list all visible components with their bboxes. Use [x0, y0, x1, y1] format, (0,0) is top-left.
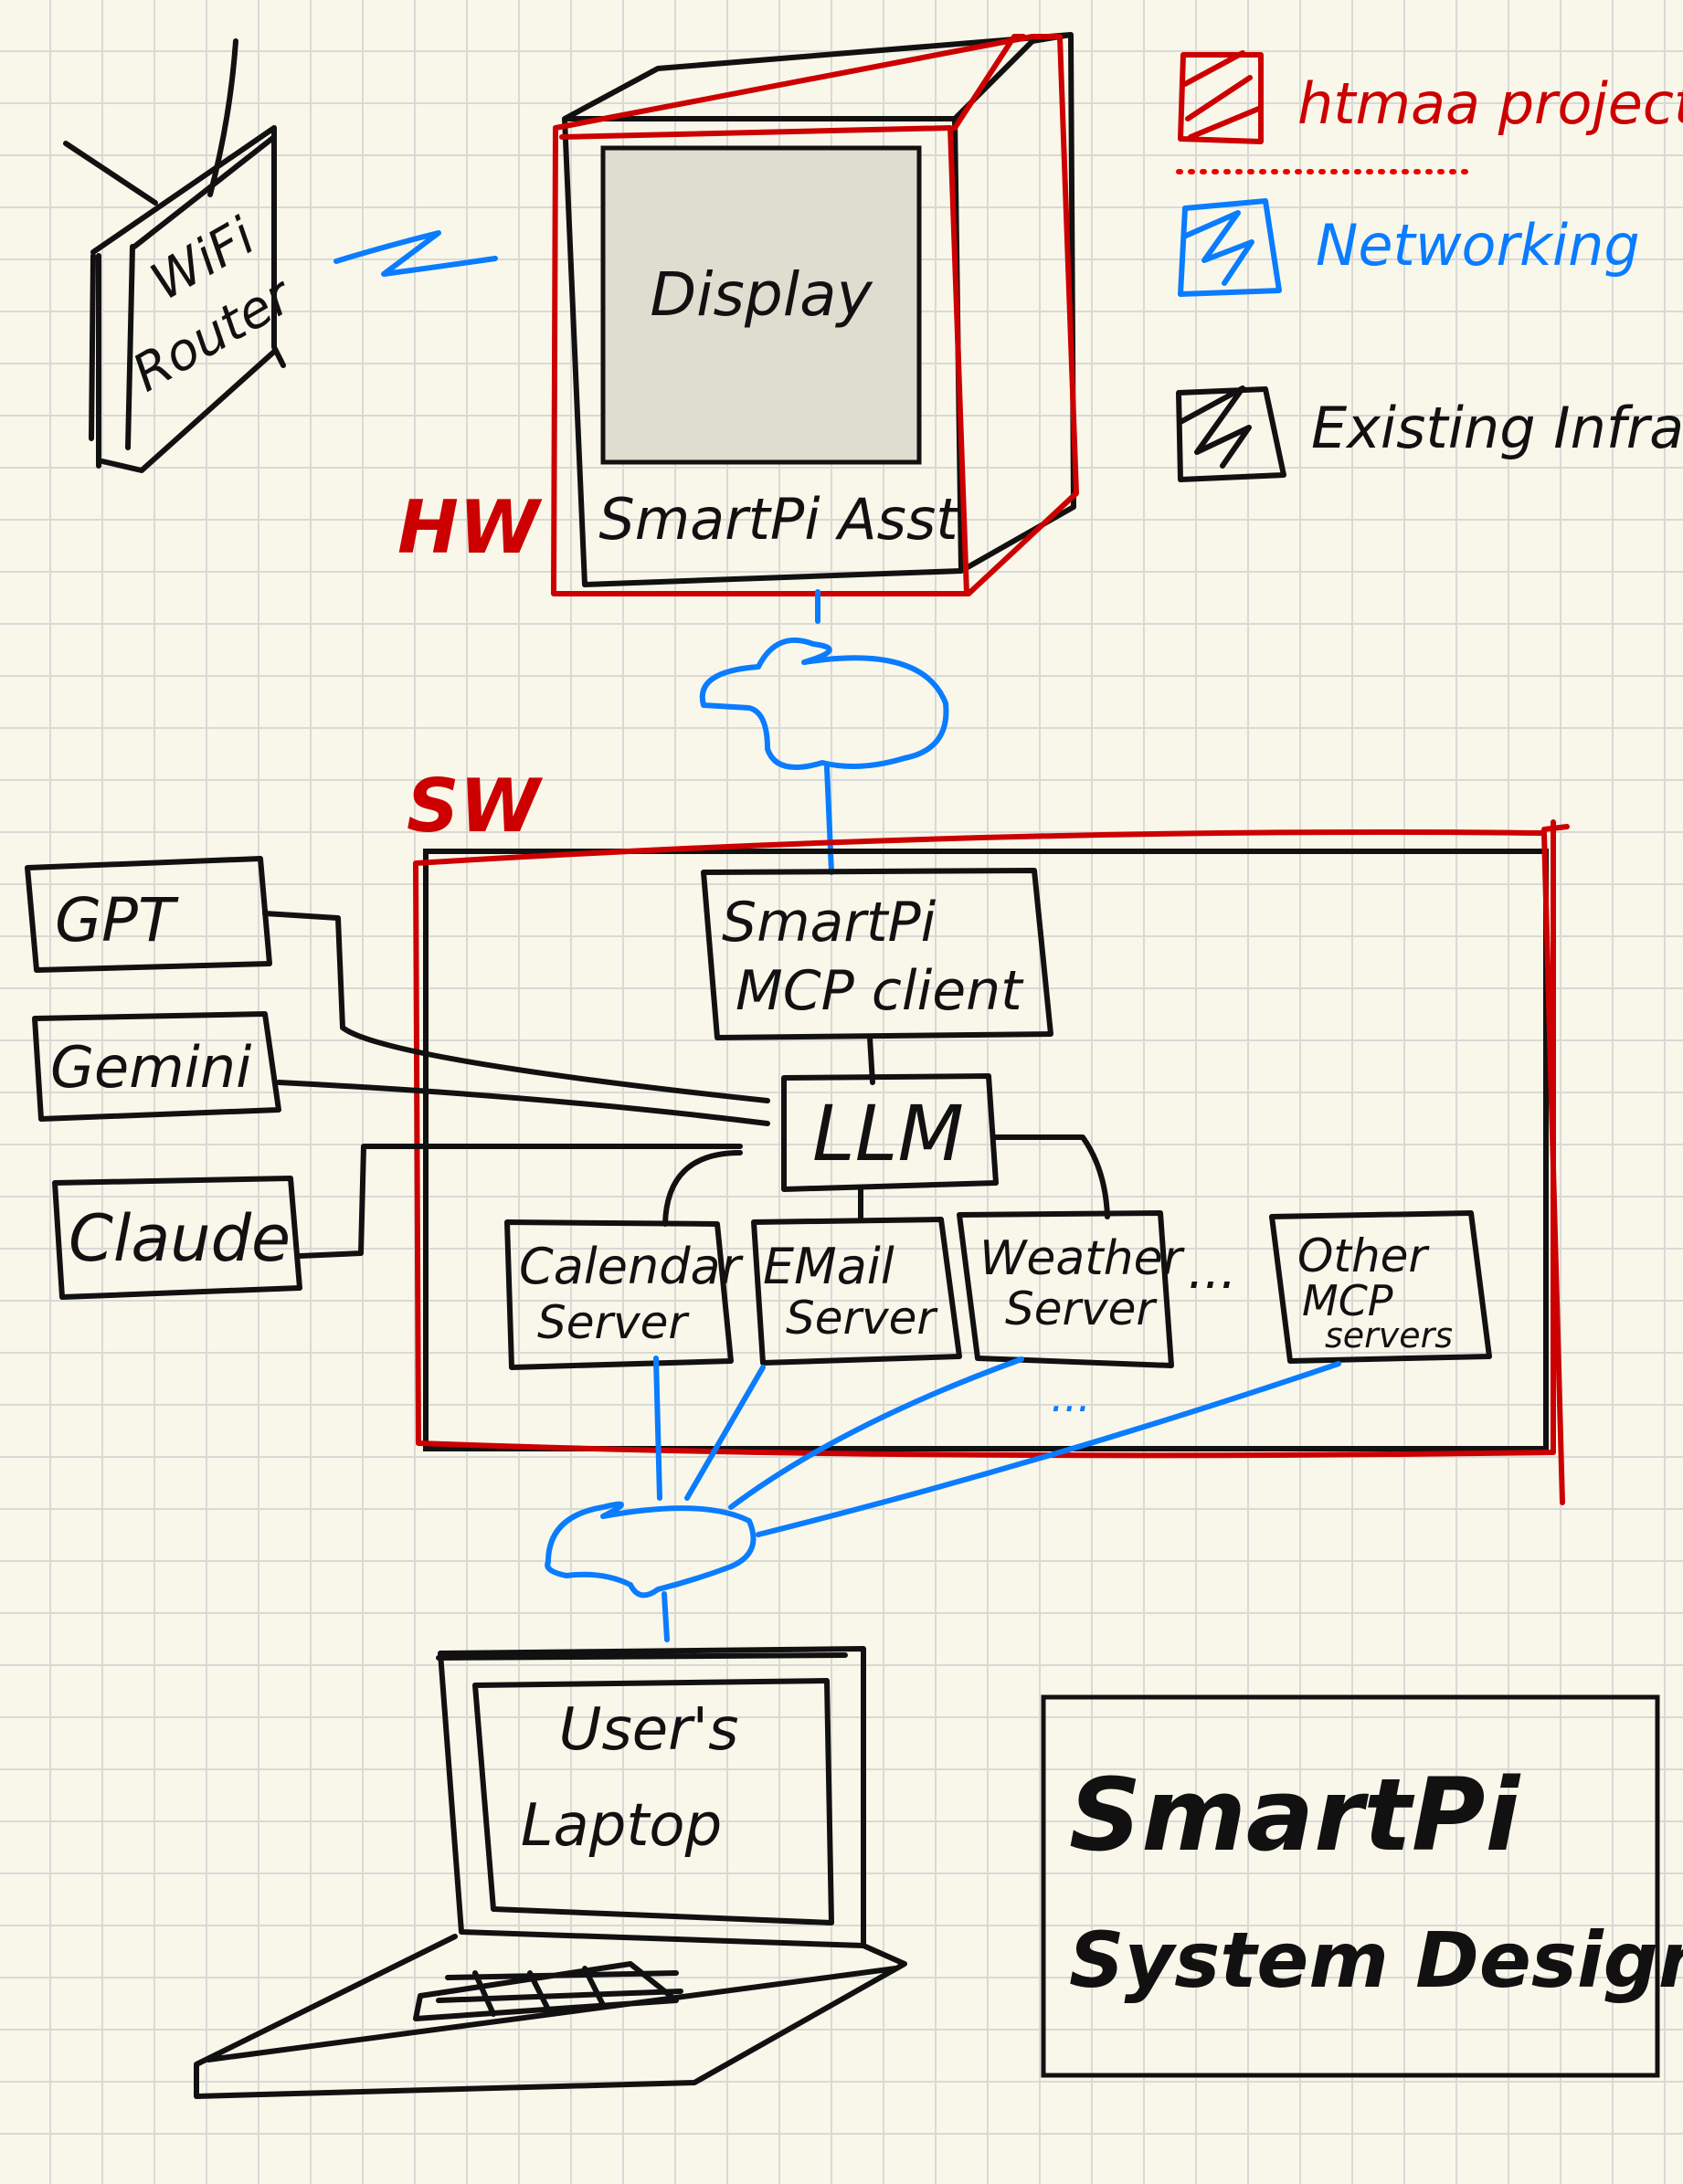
sw-section-label: SW	[407, 764, 544, 849]
server-label-line1: Calendar	[519, 1238, 744, 1295]
sw-boundary-black	[423, 849, 1549, 1451]
network-cloud-icon-2	[545, 1501, 757, 1598]
model-label: GPT	[55, 885, 179, 955]
server-box-other-mcp: Other MCP servers	[1269, 1210, 1492, 1364]
mcp-client-box: SmartPi MCP client	[701, 868, 1053, 1040]
server-box-calendar: Calendar Server	[504, 1219, 744, 1370]
legend-red-swatch	[1178, 50, 1264, 144]
model-box-gemini: Gemini	[32, 1011, 281, 1122]
server-label-line1: Other	[1297, 1229, 1430, 1282]
server-label-line2: Server	[1005, 1282, 1158, 1335]
server-label-line2: Server	[786, 1292, 938, 1345]
mcp-client-line2: MCP client	[736, 959, 1024, 1023]
server-connectors	[662, 1134, 1110, 1227]
legend-label-existing-infra: Existing Infra	[1311, 395, 1683, 461]
smartpi-device: Display SmartPi Asst	[551, 32, 1079, 596]
legend-black-swatch	[1176, 385, 1286, 482]
display-label: Display	[650, 259, 873, 330]
title-box: SmartPi System Design	[1041, 1694, 1683, 2078]
legend-label-htmaa: htmaa project	[1297, 70, 1683, 137]
device-display-screen	[600, 145, 922, 465]
model-connectors	[262, 911, 770, 1259]
wireless-signal-icon	[333, 230, 498, 277]
laptop-label-line2: Laptop	[521, 1792, 722, 1860]
model-label: Gemini	[50, 1034, 251, 1101]
more-links-ellipsis: ...	[1051, 1372, 1091, 1421]
server-label-line2: Server	[537, 1296, 690, 1349]
model-label: Claude	[69, 1201, 291, 1276]
network-links	[653, 1356, 1341, 1537]
server-label-line1: EMail	[763, 1238, 894, 1295]
model-box-gpt: GPT	[25, 856, 272, 973]
llm-box: LLM	[781, 1073, 999, 1192]
mcp-client-line1: SmartPi	[722, 891, 937, 955]
llm-label: LLM	[812, 1089, 964, 1178]
server-label-line3: servers	[1325, 1315, 1453, 1356]
network-link	[824, 765, 834, 875]
hw-section-label: HW	[397, 485, 543, 570]
device-name-label: SmartPi Asst	[598, 486, 960, 553]
wifi-router: WiFi Router	[63, 38, 303, 473]
laptop: User's Laptop	[194, 1646, 907, 2099]
title-line2: System Design	[1069, 1915, 1683, 2005]
legend: htmaa project Networking Existing Infra	[1176, 50, 1683, 482]
server-label-line2: MCP	[1302, 1276, 1393, 1325]
server-box-weather: Weather Server	[957, 1210, 1186, 1368]
network-link	[662, 1591, 670, 1642]
server-box-email: EMail Server	[751, 1217, 962, 1366]
legend-label-networking: Networking	[1316, 212, 1640, 279]
legend-blue-swatch	[1178, 198, 1282, 297]
sw-boundary-red	[413, 819, 1570, 1505]
server-label-line1: Weather	[979, 1231, 1186, 1286]
network-cloud-icon	[699, 638, 949, 770]
laptop-label-line1: User's	[559, 1696, 739, 1764]
model-box-claude: Claude	[52, 1176, 302, 1300]
more-servers-ellipsis: ...	[1188, 1241, 1236, 1301]
title-line1: SmartPi	[1069, 1757, 1521, 1873]
